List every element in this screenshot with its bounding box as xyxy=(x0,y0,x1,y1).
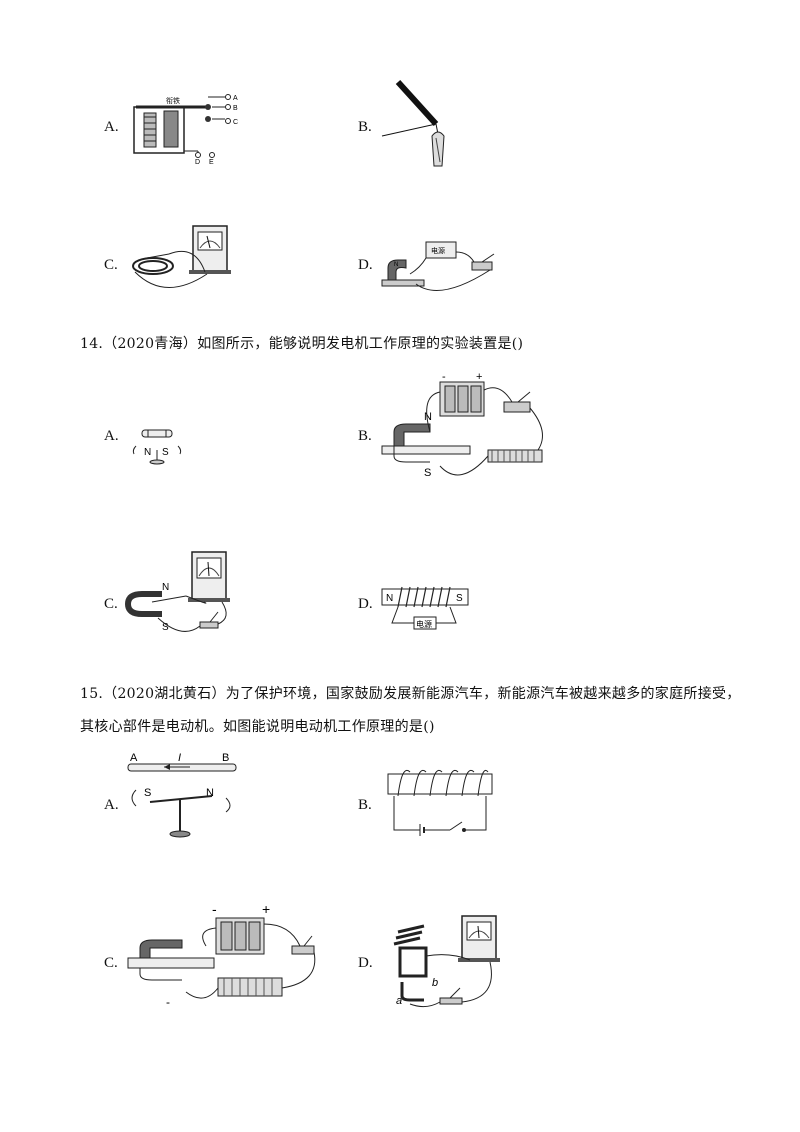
q14-battery-plus: + xyxy=(476,371,482,383)
q14-option-a-label: A. xyxy=(104,428,119,444)
q13-option-a-label: A. xyxy=(104,119,119,135)
q13-option-c-label: C. xyxy=(104,257,118,273)
q15-induction-figure: a b xyxy=(393,915,500,1008)
q13-relay-iron-label: 衔铁 xyxy=(166,96,180,105)
q13-magnet-figure xyxy=(381,79,445,167)
q15-motor-setup-figure: - + - xyxy=(127,901,316,1009)
q13-relay-e: E xyxy=(209,159,214,166)
q14-generator-n: N xyxy=(162,582,169,593)
q14-magnet-s: S xyxy=(424,467,431,479)
q14-solenoid-figure: N S 电源 xyxy=(381,586,469,630)
q15-stem-line1: 15.（2020湖北黄石）为了保护环境，国家鼓励发展新能源汽车，新能源汽车被越来… xyxy=(80,686,741,702)
q15-option-b-label: B. xyxy=(358,797,372,813)
q15-wire-b: B xyxy=(222,752,229,764)
q13-relay-d: D xyxy=(195,159,200,166)
q14-option-d-label: D. xyxy=(358,596,373,612)
q14-generator-figure: N S xyxy=(124,551,230,633)
q14-magnet-n: N xyxy=(424,411,432,423)
q15-battery-minus: - xyxy=(212,901,217,917)
q15-battery-plus: + xyxy=(262,901,270,917)
q13-relay-a: A xyxy=(233,95,238,102)
q15-wire-i: I xyxy=(178,752,181,764)
q14-compass-n: N xyxy=(144,447,151,458)
q15-wire-minus: - xyxy=(166,995,170,1009)
q15-loop-b: b xyxy=(432,977,438,989)
q14-stem: 14.（2020青海）如图所示，能够说明发电机工作原理的实验装置是() xyxy=(80,336,524,352)
q13-motor-figure: 电源 N xyxy=(381,241,495,291)
q14-motor-setup-figure: - + N S xyxy=(381,371,543,479)
q15-oersted-figure: A I B S N xyxy=(127,752,237,838)
q14-solenoid-power-label: 电源 xyxy=(416,619,432,629)
q15-wire-a: A xyxy=(130,752,138,764)
q14-battery-minus: - xyxy=(442,371,446,383)
q15-option-a-label: A. xyxy=(104,797,119,813)
q14-generator-s: S xyxy=(162,622,169,633)
q15-needle-s: S xyxy=(144,787,151,799)
q15-needle-n: N xyxy=(206,787,214,799)
q13-relay-figure: 衔铁 A B C D E xyxy=(133,94,238,166)
q14-solenoid-s: S xyxy=(456,593,463,604)
q14-compass-figure: N S xyxy=(132,429,182,465)
q13-motor-n-label: N xyxy=(394,262,398,268)
q14-option-b-label: B. xyxy=(358,428,372,444)
q14-solenoid-n: N xyxy=(386,593,393,604)
q14-option-c-label: C. xyxy=(104,596,118,612)
q13-galvanometer-figure xyxy=(132,225,231,288)
q14-compass-s: S xyxy=(162,447,169,458)
q13-relay-b: B xyxy=(233,105,238,112)
q13-option-b-label: B. xyxy=(358,119,372,135)
q13-option-d-label: D. xyxy=(358,257,373,273)
q15-option-c-label: C. xyxy=(104,955,118,971)
q13-motor-power-label: 电源 xyxy=(431,246,445,255)
q15-loop-a: a xyxy=(396,995,402,1007)
q15-solenoid-figure xyxy=(387,770,493,836)
q13-relay-c: C xyxy=(233,119,238,126)
q15-stem-line2: 其核心部件是电动机。如图能说明电动机工作原理的是() xyxy=(80,719,435,735)
q15-option-d-label: D. xyxy=(358,955,373,971)
